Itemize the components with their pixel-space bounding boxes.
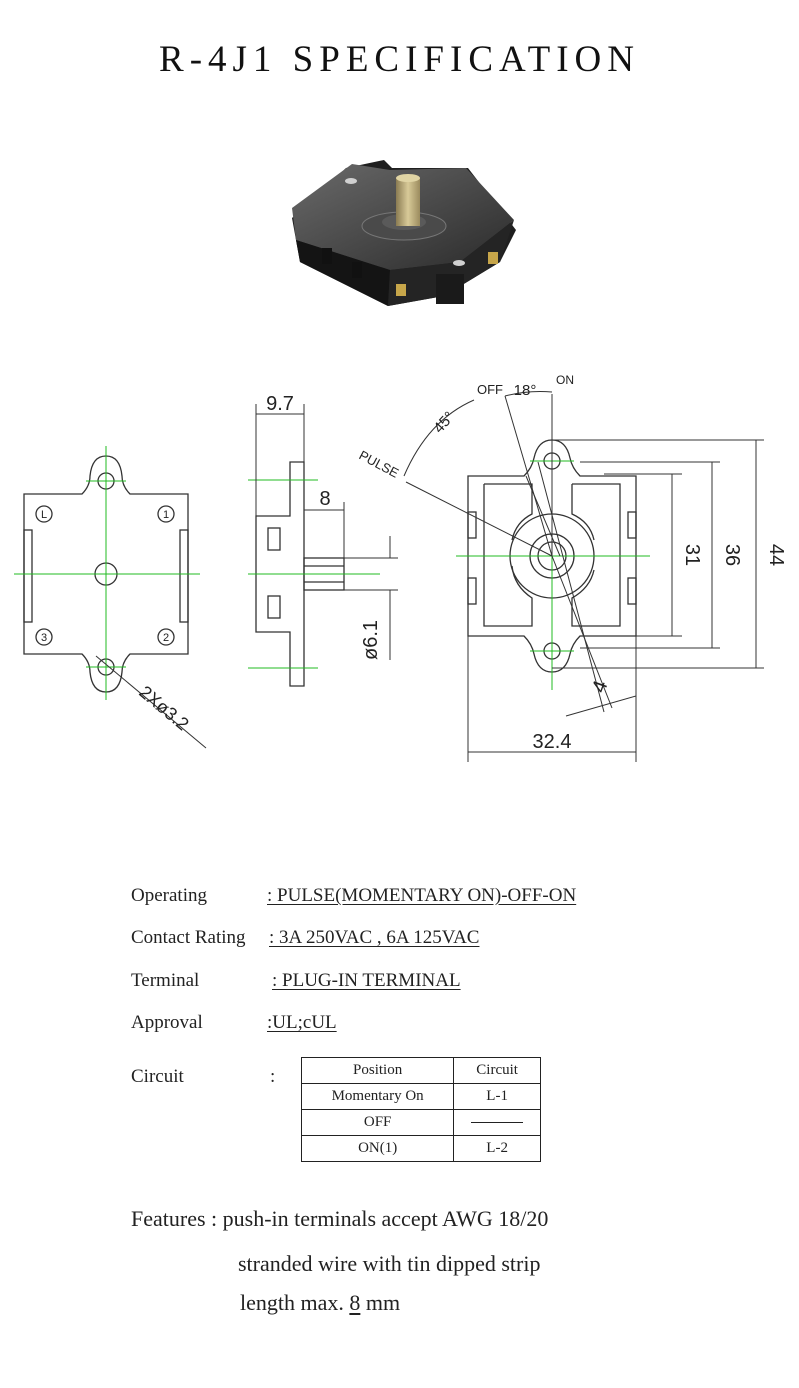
off-label: OFF xyxy=(477,382,503,397)
on-label: ON xyxy=(556,373,574,387)
dim-hole-label: 2Xø3.2 xyxy=(135,682,192,735)
dim-8-label: 8 xyxy=(319,488,330,510)
dim-32-4-label: 32.4 xyxy=(533,731,572,753)
pulse-label: PULSE xyxy=(357,447,402,480)
features-line-3: length max. 8 mm xyxy=(240,1290,400,1316)
spec-terminal-value: : PLUG-IN TERMINAL xyxy=(272,970,461,991)
terminal-1-label: 1 xyxy=(163,509,169,521)
features-length-label: length max. xyxy=(240,1290,350,1315)
table-cell-position: ON(1) xyxy=(300,1135,455,1162)
table-cell-circuit: L-2 xyxy=(453,1135,541,1162)
table-row: ON(1) L-2 xyxy=(300,1135,541,1162)
dim-6-1-label: ø6.1 xyxy=(360,620,382,660)
side-view xyxy=(255,461,345,687)
product-render xyxy=(292,160,516,306)
terminal-3-label: 3 xyxy=(41,632,47,644)
dim-36-label: 36 xyxy=(721,544,743,566)
spec-approval-value: :UL;cUL xyxy=(267,1012,337,1033)
features-text-1: push-in terminals accept AWG 18/20 xyxy=(222,1206,549,1231)
spec-approval-label: Approval xyxy=(131,1012,203,1033)
table-header-circuit: Circuit xyxy=(453,1057,541,1084)
circuit-open-line xyxy=(471,1122,524,1124)
table-row: Momentary On L-1 xyxy=(300,1083,541,1110)
table-cell-position: OFF xyxy=(300,1109,455,1136)
features-length-value: 8 xyxy=(349,1290,361,1315)
front-view-leader xyxy=(95,655,207,749)
spec-circuit-colon: : xyxy=(270,1066,276,1087)
spec-contact-rating-label: Contact Rating xyxy=(131,927,246,948)
angle-18-label: 18° xyxy=(514,382,537,399)
dim-9-7-label: 9.7 xyxy=(266,393,294,415)
table-header-position: Position xyxy=(300,1057,455,1084)
features-prefix: Features : xyxy=(131,1206,223,1231)
dim-44-label: 44 xyxy=(765,544,787,566)
table-row: OFF xyxy=(300,1109,541,1136)
terminal-l-label: L xyxy=(41,509,47,521)
side-view-centerlines xyxy=(248,479,380,669)
features-line-1: Features : push-in terminals accept AWG … xyxy=(131,1206,548,1232)
angle-45-label: 45° xyxy=(430,408,458,436)
spec-operating-value: : PULSE(MOMENTARY ON)-OFF-ON xyxy=(267,885,577,906)
features-line-2: stranded wire with tin dipped strip xyxy=(238,1251,541,1276)
table-cell-circuit xyxy=(453,1109,541,1136)
front-view-centerlines xyxy=(14,446,200,700)
spec-terminal-label: Terminal xyxy=(131,970,200,991)
page-title: R-4J1 SPECIFICATION xyxy=(159,39,640,80)
table-cell-position: Momentary On xyxy=(300,1083,455,1110)
spec-operating-label: Operating xyxy=(131,885,207,906)
dim-4-label: 4 xyxy=(588,678,612,696)
circuit-table: Position Circuit Momentary On L-1 OFF ON… xyxy=(300,1057,541,1162)
side-view-dimensions xyxy=(255,404,398,660)
spec-contact-rating-value: : 3A 250VAC , 6A 125VAC xyxy=(269,927,480,948)
spec-circuit-label: Circuit xyxy=(131,1066,184,1087)
dim-31-label: 31 xyxy=(681,544,703,566)
table-cell-circuit: L-1 xyxy=(453,1083,541,1110)
technical-drawing: L 1 3 2 2Xø3.2 9.7 8 ø6.1 xyxy=(14,160,787,762)
features-length-unit: mm xyxy=(360,1290,401,1315)
terminal-2-label: 2 xyxy=(163,632,169,644)
table-header-row: Position Circuit xyxy=(300,1057,541,1084)
top-view-dimensions xyxy=(403,391,764,762)
